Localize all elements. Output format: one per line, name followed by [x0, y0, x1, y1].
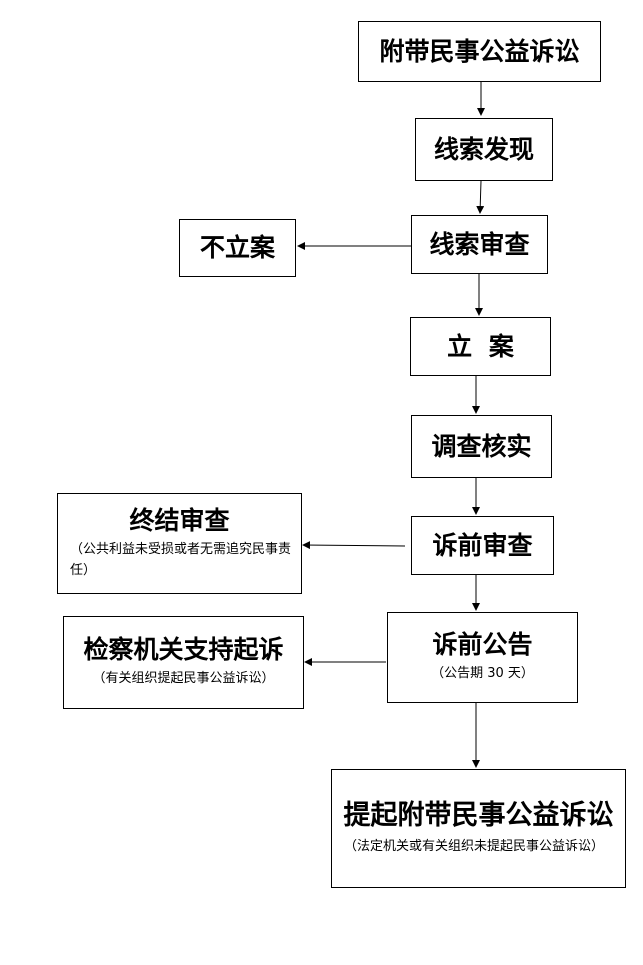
node-terminate-review-note: （公共利益未受损或者无需追究民事责任） — [70, 542, 292, 578]
node-pre-suit-notice-title: 诉前公告 — [432, 630, 533, 660]
node-start: 附带民事公益诉讼 — [358, 21, 601, 82]
node-file-suit-title: 提起附带民事公益诉讼 — [343, 800, 614, 832]
arrow-pre-suit-review-to-terminate — [302, 541, 406, 550]
node-pre-suit-notice: 诉前公告 （公告期 30 天） — [387, 612, 578, 703]
node-no-filing-title: 不立案 — [199, 233, 275, 262]
node-filing: 立 案 — [410, 317, 551, 376]
node-filing-title: 立 案 — [447, 331, 514, 361]
node-file-suit: 提起附带民事公益诉讼 （法定机关或有关组织未提起民事公益诉讼） — [331, 769, 626, 888]
node-clue-discovery-title: 线索发现 — [433, 134, 534, 164]
arrow-clue-discovery-to-clue-review — [476, 180, 485, 214]
node-pre-suit-review-title: 诉前审查 — [432, 530, 533, 560]
node-support-prosecution-title: 检察机关支持起诉 — [83, 635, 284, 665]
node-file-suit-note: （法定机关或有关组织未提起民事公益诉讼） — [344, 838, 605, 854]
node-support-prosecution: 检察机关支持起诉 （有关组织提起民事公益诉讼） — [63, 616, 304, 709]
node-pre-suit-notice-note: （公告期 30 天） — [431, 666, 534, 682]
node-clue-review-title: 线索审查 — [429, 229, 530, 259]
node-no-filing: 不立案 — [179, 219, 296, 277]
node-pre-suit-review: 诉前审查 — [411, 516, 554, 575]
node-investigation-title: 调查核实 — [431, 431, 532, 461]
node-clue-review: 线索审查 — [411, 215, 548, 274]
node-investigation: 调查核实 — [411, 415, 552, 478]
node-terminate-review: 终结审查 （公共利益未受损或者无需追究民事责任） — [57, 493, 302, 594]
node-start-title: 附带民事公益诉讼 — [379, 36, 580, 66]
node-support-prosecution-note: （有关组织提起民事公益诉讼） — [92, 671, 275, 687]
node-terminate-review-title: 终结审查 — [129, 506, 230, 536]
node-clue-discovery: 线索发现 — [415, 118, 553, 181]
